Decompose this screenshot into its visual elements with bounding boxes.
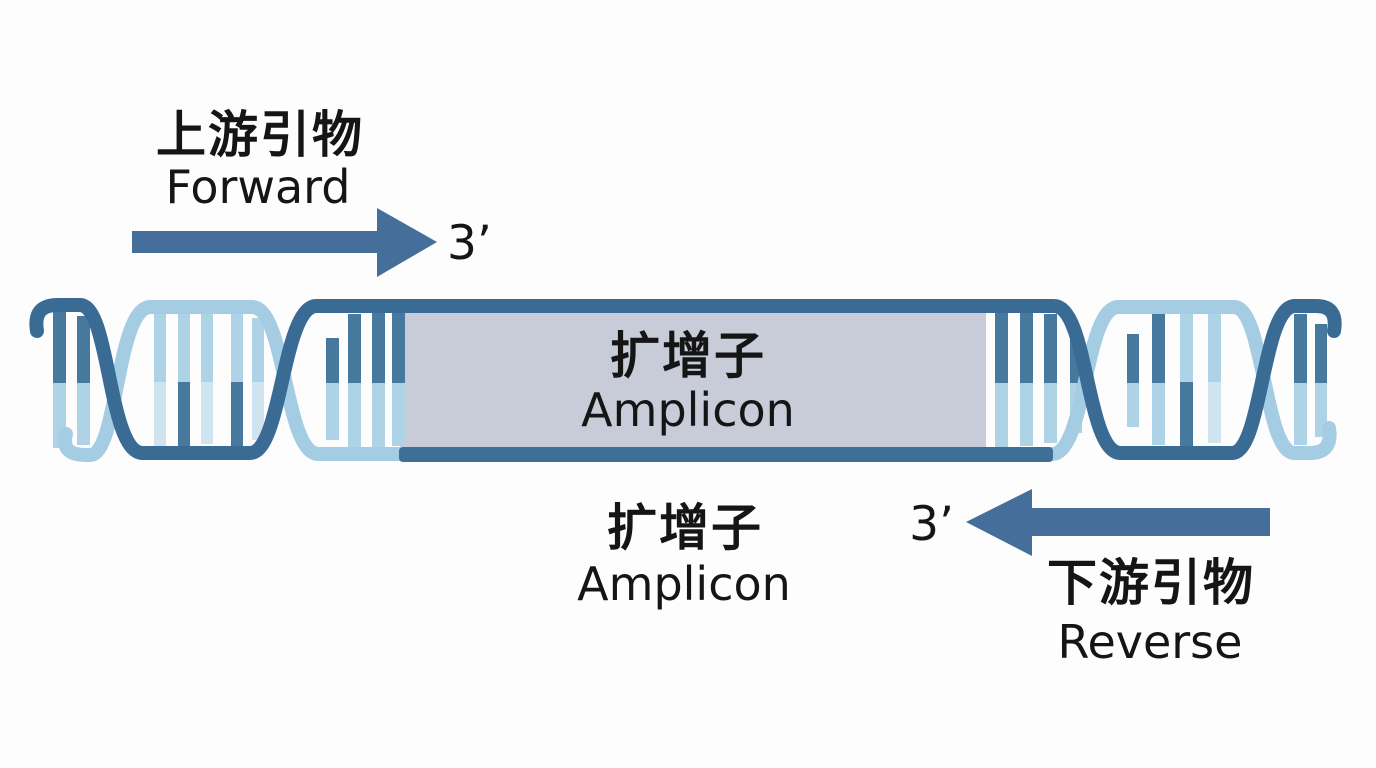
amplicon-box-label-zh: 扩增子 — [610, 327, 766, 385]
reverse-primer-label-zh: 下游引物 — [1047, 554, 1255, 612]
forward-primer-arrow — [132, 208, 437, 277]
base-pair-rungs-right-bulge — [1127, 308, 1221, 449]
forward-three-prime-label: 3’ — [447, 216, 492, 271]
base-pair-rungs-left-outer — [53, 312, 90, 448]
reverse-primer-arrow — [966, 489, 1270, 556]
amplicon-bottom-bar — [399, 447, 1053, 462]
reverse-primer-label-en: Reverse — [1058, 615, 1243, 669]
dna-strand-dark — [29, 298, 1342, 460]
base-pair-rungs-left-bulge — [154, 307, 264, 448]
amplicon-caption-en: Amplicon — [577, 557, 791, 611]
reverse-three-prime-label: 3’ — [909, 497, 954, 552]
forward-primer-label-zh: 上游引物 — [156, 106, 364, 164]
amplicon-caption-zh: 扩增子 — [607, 499, 763, 557]
forward-primer-label-en: Forward — [166, 160, 351, 214]
amplicon-box-label-en: Amplicon — [581, 383, 795, 437]
base-pair-rungs-right-outer — [1294, 314, 1327, 445]
amplicon-region — [400, 311, 986, 458]
base-pair-rungs-pre-amplicon — [326, 312, 405, 447]
